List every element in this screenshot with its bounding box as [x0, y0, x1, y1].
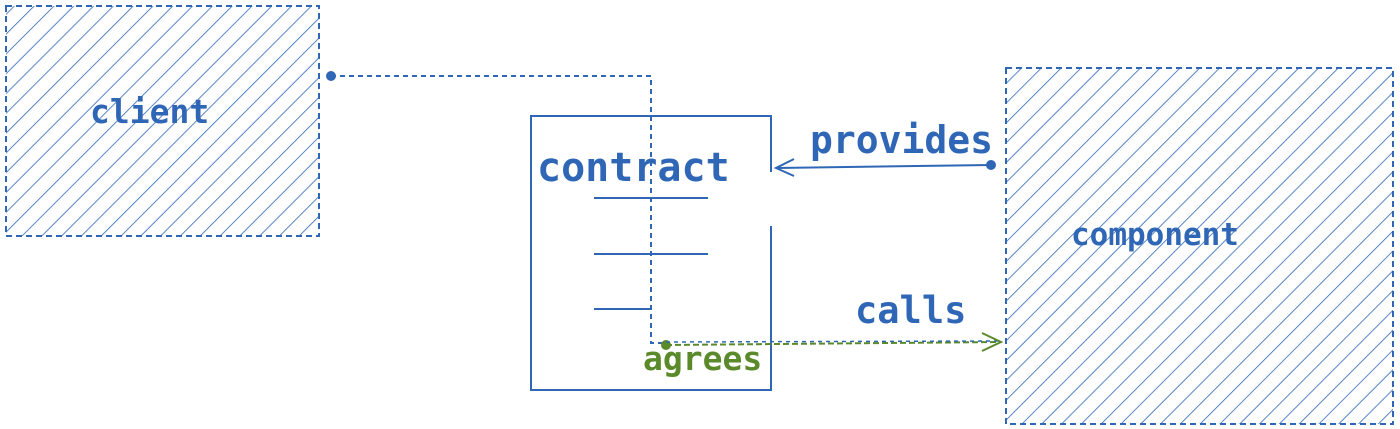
client-label: client [90, 92, 210, 131]
calls-edge[interactable] [661, 332, 1004, 352]
client-connector[interactable] [326, 71, 666, 344]
calls-label: calls [855, 289, 967, 332]
agrees-label: agrees [643, 339, 763, 378]
calls-arrowhead [981, 332, 1004, 352]
provides-arrowhead [773, 158, 795, 177]
component-node[interactable] [1005, 67, 1394, 425]
component-label: component [1071, 217, 1239, 253]
provides-label: provides [810, 118, 994, 162]
provides-edge[interactable] [773, 158, 996, 177]
contract-label: contract [537, 145, 730, 191]
client-node[interactable] [5, 5, 320, 237]
